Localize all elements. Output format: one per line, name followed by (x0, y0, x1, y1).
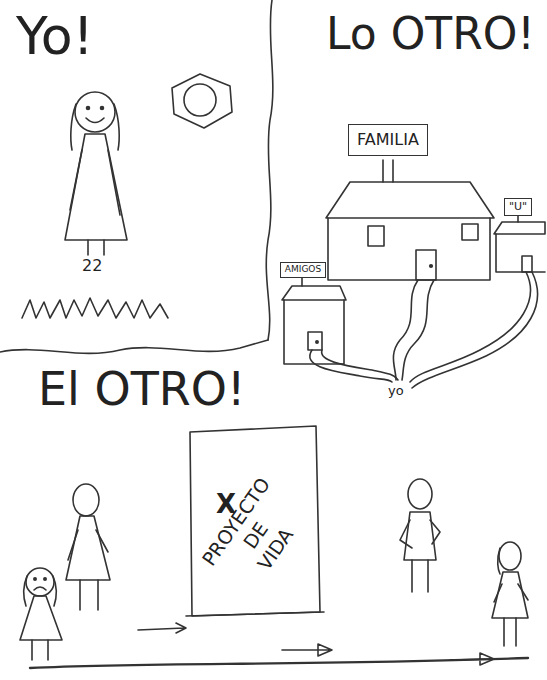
age-number: 22 (82, 258, 102, 274)
life-path (310, 272, 538, 388)
board-outline (190, 426, 320, 616)
friends-house-drawing (282, 276, 346, 364)
university-drawing (494, 213, 545, 272)
section-heading: Lo OTRO! (326, 12, 535, 56)
girl-figure (65, 92, 127, 255)
sign-box: "U" (504, 198, 532, 216)
divider-line (0, 340, 268, 353)
sign-box: AMIGOS (280, 262, 326, 278)
progress-arrow (138, 623, 494, 665)
project-board: XPROYECTO DE VIDA (190, 430, 318, 612)
section-heading: Yo! (16, 10, 94, 62)
board-base (186, 612, 324, 616)
girl-figure (492, 542, 528, 646)
section-heading: El OTRO! (38, 366, 245, 412)
sun-symbol (172, 74, 232, 128)
node-text: PROYECTO DE VIDA (192, 466, 319, 605)
boy-figure (400, 479, 440, 592)
node-text: AMIGOS (285, 265, 321, 275)
house-drawing (326, 160, 494, 280)
girl-figure (66, 484, 110, 610)
self-label: yo (388, 384, 404, 397)
node-text: "U" (509, 201, 527, 213)
divider-line (266, 0, 273, 340)
small-girl-figure (20, 568, 62, 660)
grass-scribble (22, 298, 168, 318)
sign-box: FAMILIA (348, 124, 428, 156)
node-text: FAMILIA (357, 131, 419, 149)
